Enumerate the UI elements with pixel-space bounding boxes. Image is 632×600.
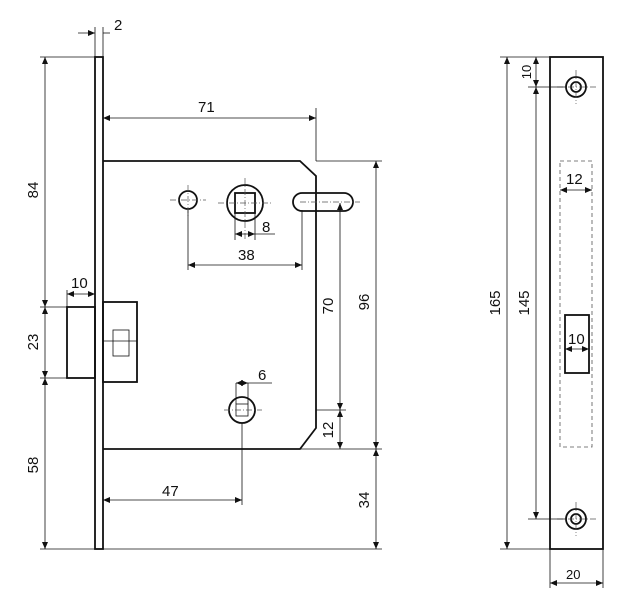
dim-strike-window-width: 12 bbox=[566, 171, 583, 188]
strike-plate-view: 10 165 145 12 10 20 bbox=[487, 56, 604, 588]
latch-tail bbox=[102, 301, 138, 383]
dim-strike-width: 20 bbox=[566, 567, 580, 582]
dim-cylinder-backset: 47 bbox=[162, 483, 179, 500]
dim-case-height: 96 bbox=[356, 294, 373, 311]
dim-case-bottom-offset: 34 bbox=[356, 492, 373, 509]
dim-top-to-latch: 84 bbox=[25, 182, 42, 199]
dim-latch-height: 23 bbox=[25, 334, 42, 351]
latch-spring bbox=[112, 329, 130, 357]
strike-window-outline bbox=[559, 160, 593, 448]
dim-strike-screw-offset: 10 bbox=[519, 65, 534, 79]
lock-case bbox=[103, 160, 317, 450]
dim-latch-to-bottom: 58 bbox=[25, 457, 42, 474]
lock-body-view: 2 71 84 23 58 10 8 38 70 96 6 12 47 34 bbox=[25, 17, 382, 550]
dim-strike-screw-spacing: 145 bbox=[516, 290, 533, 315]
dim-cylinder-square: 6 bbox=[258, 367, 266, 384]
dim-faceplate-thickness: 2 bbox=[114, 17, 122, 34]
dim-spindle-to-hole: 38 bbox=[238, 247, 255, 264]
strike-latch-slot bbox=[564, 314, 590, 374]
dim-strike-length: 165 bbox=[487, 290, 504, 315]
dim-latch-projection: 10 bbox=[71, 275, 88, 292]
latch-bolt bbox=[66, 306, 96, 379]
dim-bottom-gap: 12 bbox=[320, 422, 337, 439]
dim-spindle-square: 8 bbox=[262, 219, 270, 236]
faceplate bbox=[94, 56, 104, 550]
dim-backset-width: 71 bbox=[198, 99, 215, 116]
dim-spindle-to-cylinder: 70 bbox=[320, 298, 337, 315]
dim-strike-latch-slot: 10 bbox=[568, 331, 585, 348]
strike-plate bbox=[549, 56, 604, 550]
